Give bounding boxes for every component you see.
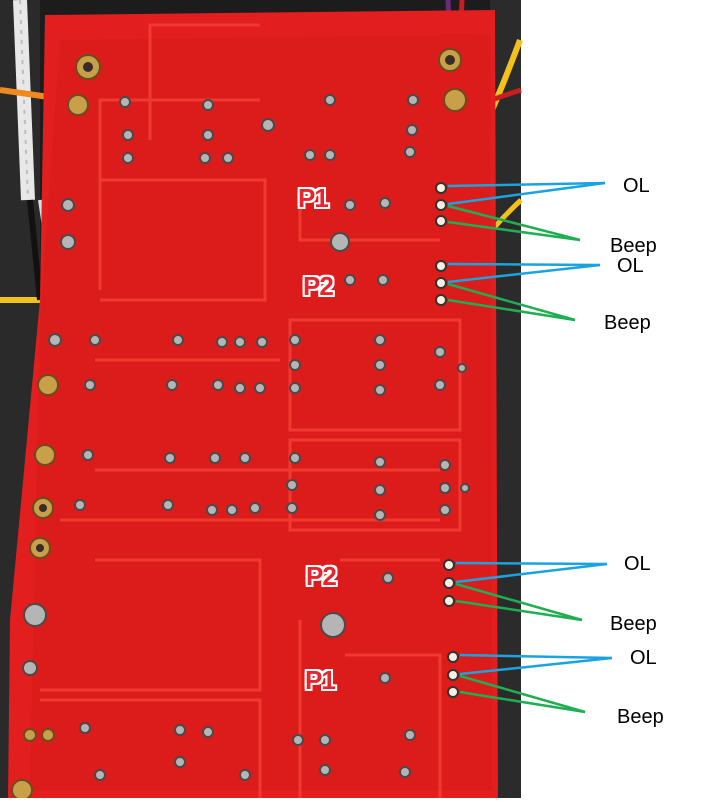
beep-label-4: Beep: [617, 706, 664, 728]
pad-label-p1-top: P1: [298, 183, 329, 213]
pad-label-p1-bottom: P1: [305, 665, 336, 695]
beep-label-2: Beep: [604, 312, 651, 334]
ol-label-4: OL: [630, 647, 657, 669]
beep-label-1: Beep: [610, 235, 657, 257]
ol-label-2: OL: [617, 255, 644, 277]
beep-pointer-lines: [447, 204, 586, 714]
pad-label-p2-lower: P2: [306, 561, 337, 591]
ol-label-3: OL: [624, 553, 651, 575]
beep-label-3: Beep: [610, 613, 657, 635]
ol-pointer-lines: [447, 181, 613, 676]
ol-label-1: OL: [623, 175, 650, 197]
pad-label-p2-upper: P2: [303, 271, 334, 301]
